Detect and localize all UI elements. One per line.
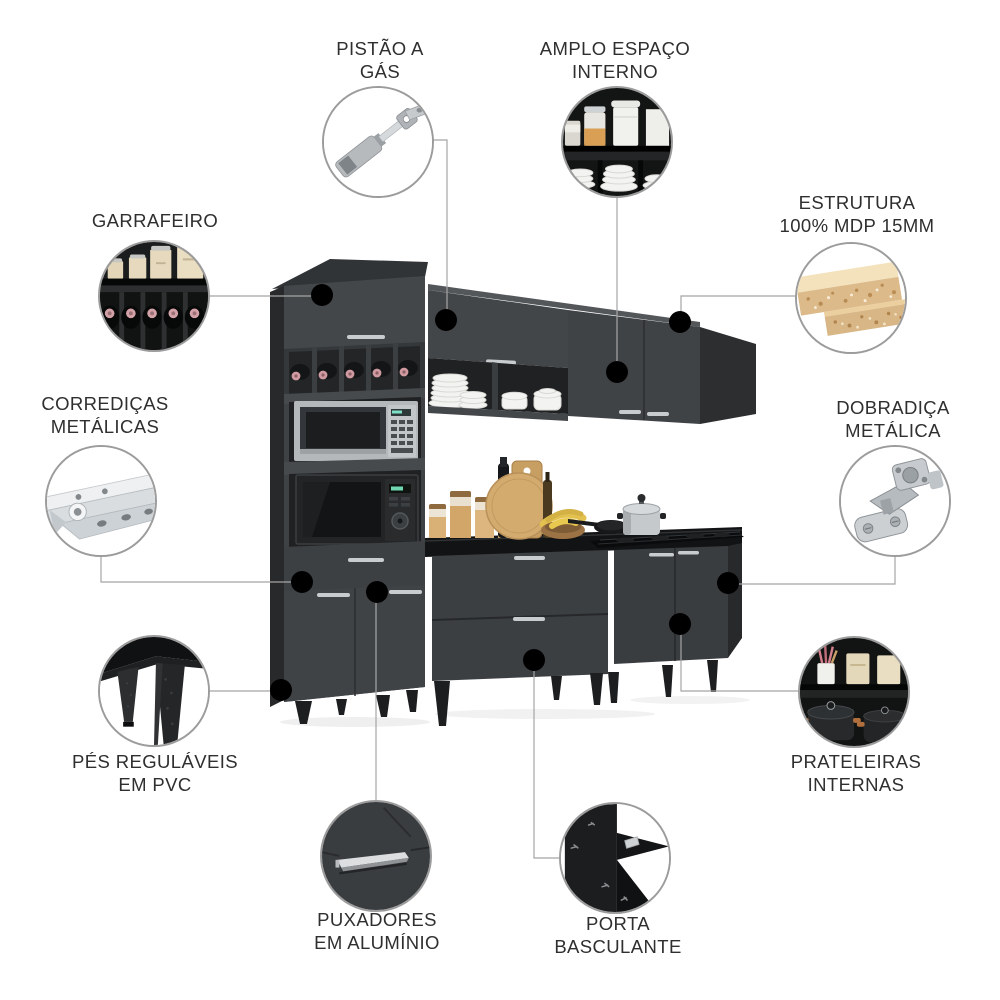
mdp-board-illustration bbox=[797, 261, 905, 336]
callout-dot-dobradica bbox=[717, 572, 739, 594]
tall-cabinet bbox=[270, 259, 428, 724]
interior-space-photo bbox=[561, 86, 673, 198]
callout-dot-corredicas bbox=[291, 571, 313, 593]
cutting-boards bbox=[485, 457, 553, 540]
aluminum-handle-photo bbox=[320, 800, 432, 912]
callout-dot-puxadores bbox=[366, 581, 388, 603]
pvc-adjustable-feet-photo bbox=[98, 635, 210, 747]
bottle-rack-photo bbox=[98, 240, 210, 352]
wine-bottles bbox=[290, 360, 418, 381]
aluminum-handle-illustration bbox=[322, 807, 430, 875]
callout-line-pistao bbox=[432, 139, 448, 320]
metal-slide-illustration bbox=[47, 472, 155, 540]
frying-pan bbox=[568, 519, 628, 534]
internal-shelves-photo bbox=[798, 636, 910, 748]
flip-up-door-photo bbox=[559, 802, 671, 914]
mdp-board-photo bbox=[795, 242, 907, 354]
feature-label-garrafeiro: GARRAFEIRO bbox=[91, 210, 219, 231]
internal-shelves-illustration bbox=[800, 642, 908, 743]
callout-line-corredicas bbox=[100, 556, 302, 583]
black-microwave bbox=[295, 474, 419, 545]
callout-dots bbox=[270, 284, 739, 701]
callout-dot-amplo bbox=[606, 361, 628, 383]
callout-dot-pes bbox=[270, 679, 292, 701]
stainless-microwave bbox=[294, 401, 418, 461]
callout-dot-garrafeiro bbox=[311, 284, 333, 306]
gas-piston-photo bbox=[322, 86, 434, 198]
base-cabinets bbox=[424, 527, 743, 726]
floor-shadows bbox=[280, 696, 750, 727]
callout-dot-porta bbox=[523, 649, 545, 671]
tall-cabinet-legs bbox=[295, 690, 418, 724]
callout-dot-pistao bbox=[435, 309, 457, 331]
callout-line-porta bbox=[533, 660, 560, 859]
cooking-pot bbox=[617, 494, 666, 535]
countertop-items bbox=[429, 457, 744, 548]
base-cabinet-legs bbox=[434, 660, 718, 726]
wall-cabinet bbox=[428, 284, 756, 424]
callout-line-estrutura bbox=[680, 295, 796, 322]
pvc-feet-illustration bbox=[100, 637, 208, 745]
callout-dot-estrutura bbox=[669, 311, 691, 333]
callout-line-dobradica bbox=[728, 556, 896, 585]
banana-bowl bbox=[539, 509, 587, 539]
metal-hinge-photo bbox=[839, 445, 951, 557]
callout-line-prateleiras bbox=[680, 624, 799, 692]
cooktop bbox=[590, 531, 744, 548]
dishes-on-shelf bbox=[428, 373, 562, 411]
callout-dot-prateleiras bbox=[669, 613, 691, 635]
metal-drawer-slide-photo bbox=[45, 445, 157, 557]
flip-up-door-illustration bbox=[564, 804, 669, 912]
metal-hinge-illustration bbox=[854, 458, 944, 543]
